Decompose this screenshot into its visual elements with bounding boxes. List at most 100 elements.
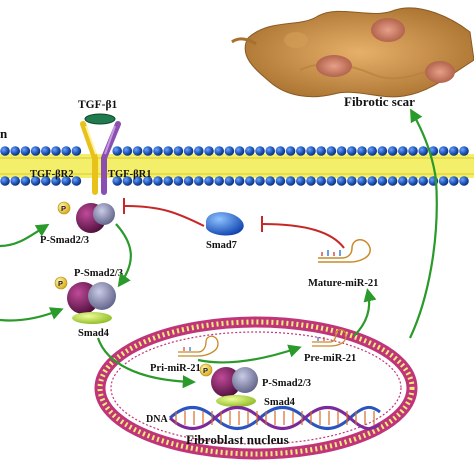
svg-text:P: P (58, 279, 63, 288)
svg-text:P: P (61, 204, 66, 213)
membrane-bead (275, 146, 286, 156)
fibroblast-nucleus-envelope (94, 316, 418, 460)
membrane-bead (163, 176, 173, 186)
membrane-bead (265, 176, 276, 186)
membrane-bead (122, 146, 133, 156)
membrane-bead (316, 146, 327, 156)
svg-text:P: P (203, 366, 208, 375)
smad4-nucleus-label: Smad4 (264, 397, 296, 408)
membrane-bead (418, 176, 429, 186)
membrane-bead (245, 146, 255, 156)
membrane-bead (224, 146, 235, 156)
pre-mir21-label: Pre-miR-21 (304, 353, 356, 364)
membrane-bead (306, 176, 316, 186)
membrane-bead (173, 176, 184, 186)
membrane-bead (234, 176, 245, 186)
membrane-bead (112, 176, 122, 186)
membrane-bead (275, 176, 286, 186)
dna-label: DNA (146, 414, 168, 425)
membrane-bead (183, 176, 194, 186)
membrane-bead (214, 176, 224, 186)
smad7-protein (206, 212, 244, 236)
membrane-bead (10, 146, 20, 156)
membrane-bead (418, 146, 429, 156)
membrane-bead (336, 146, 347, 156)
membrane-bead (387, 176, 398, 186)
tgf-beta-r1-label: TGF-βR1 (108, 169, 151, 180)
membrane-bead (367, 176, 378, 186)
tgf-beta-r2-label: TGF-βR2 (30, 169, 73, 180)
membrane-bead (357, 146, 367, 156)
cell-membrane (0, 146, 474, 186)
membrane-beads-bottom (0, 176, 469, 186)
membrane-bead (194, 176, 204, 186)
membrane-bead (449, 146, 459, 156)
psmad23-mid-label: P-Smad2/3 (74, 268, 123, 279)
membrane-bead (153, 176, 163, 186)
arrow-pre-to-mature (353, 288, 377, 337)
membrane-bead (245, 176, 255, 186)
membrane-bead (41, 176, 51, 186)
inhibit-mir21-to-smad7 (261, 223, 345, 249)
membrane-bead (204, 176, 214, 186)
membrane-bead (438, 146, 449, 156)
membrane-bead (408, 176, 418, 186)
membrane-bead (316, 176, 327, 186)
dna-helix (168, 406, 381, 430)
membrane-bead (255, 176, 265, 186)
membrane-bead (296, 176, 306, 186)
membrane-bead (459, 146, 469, 156)
fibrotic-scar-cells (231, 7, 474, 98)
psmad23-smad4-complex-mid: P (54, 276, 116, 324)
membrane-bead (153, 146, 163, 156)
membrane-bead (132, 176, 143, 186)
membrane-bead (387, 146, 398, 156)
arrow-to-fibrotic-scar (409, 108, 438, 339)
membrane-bead (326, 146, 337, 156)
fibroblast-nucleus-label: Fibroblast nucleus (186, 432, 289, 447)
scar-nucleus-2 (371, 18, 405, 42)
arrow-complex-to-nucleus (96, 337, 196, 389)
membrane-bead (367, 146, 378, 156)
membrane-bead (398, 146, 408, 156)
arrow-into-complex-mid (0, 307, 64, 322)
tgf-beta-receptor (80, 121, 121, 195)
membrane-bead (265, 146, 276, 156)
membrane-beads-top (0, 146, 469, 156)
membrane-bead (61, 146, 71, 156)
membrane-bead (306, 146, 316, 156)
smad7-label: Smad7 (206, 240, 237, 251)
phosphate-badge (199, 363, 213, 377)
membrane-bead (30, 176, 41, 186)
membrane-bead (377, 176, 388, 186)
pathway-arrows (0, 108, 438, 389)
membrane-bead (459, 176, 469, 186)
phosphate-badge (57, 201, 71, 215)
membrane-bead (336, 176, 347, 186)
membrane-edge-label: n (0, 126, 8, 141)
inhibit-smad7-to-receptor (123, 205, 205, 227)
membrane-bead (204, 146, 214, 156)
membrane-bead (194, 146, 204, 156)
membrane-bead (347, 176, 357, 186)
membrane-bead (398, 176, 408, 186)
membrane-bead (0, 176, 10, 186)
mature-mir21-label: Mature-miR-21 (308, 278, 378, 289)
membrane-bead (296, 146, 306, 156)
membrane-bead (41, 146, 51, 156)
membrane-bead (71, 176, 82, 186)
scar-nucleus-3 (425, 61, 455, 83)
membrane-bead (132, 146, 143, 156)
membrane-bead (214, 146, 224, 156)
membrane-bead (438, 176, 449, 186)
membrane-bead (143, 146, 153, 156)
membrane-bead (285, 176, 296, 186)
pri-mir21-hairpin (178, 335, 219, 357)
psmad23-smad4-complex-nucleus: P (199, 363, 258, 407)
membrane-bead (51, 146, 61, 156)
membrane-bead (173, 146, 184, 156)
membrane-bead (20, 146, 31, 156)
arrow-psmad23-to-complex (115, 223, 132, 288)
membrane-bead (449, 176, 459, 186)
